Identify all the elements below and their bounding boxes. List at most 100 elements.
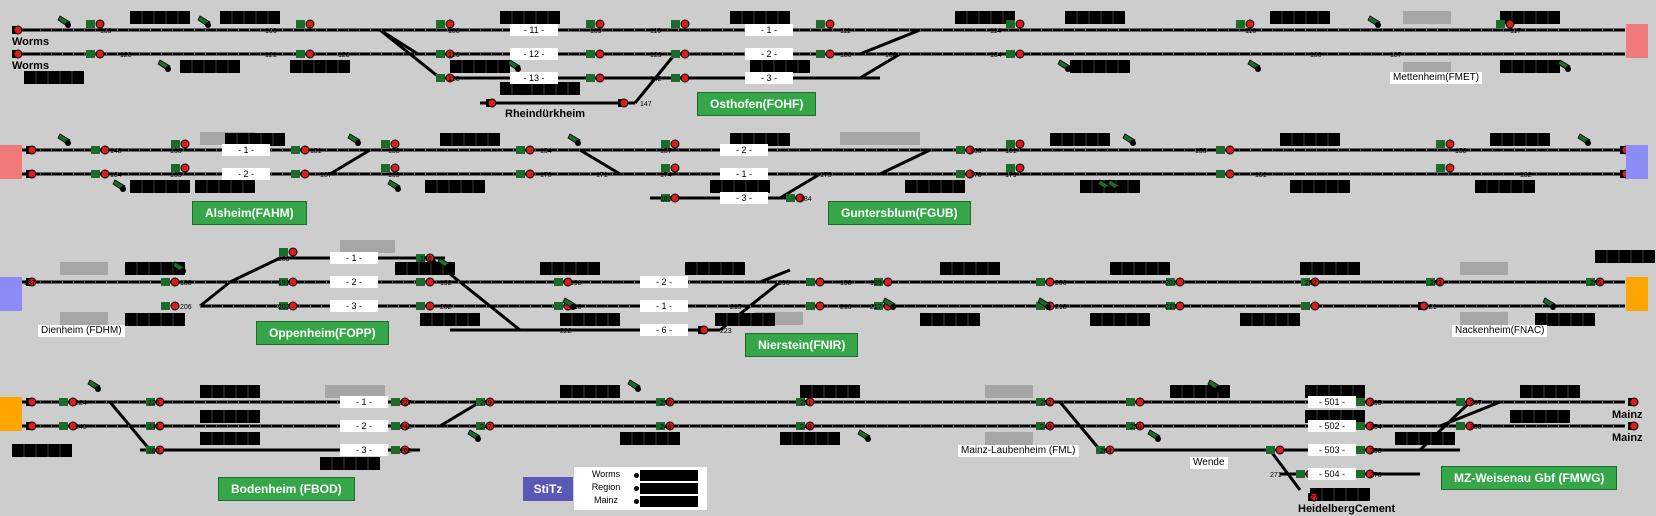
svg-text:134: 134 — [990, 52, 1002, 59]
edge-connector-left-row4[interactable] — [0, 397, 22, 431]
svg-text:203: 203 — [1430, 280, 1442, 287]
svg-text:199: 199 — [870, 280, 882, 287]
svg-text:126: 126 — [448, 52, 460, 59]
edge-connector-right-row2[interactable] — [1626, 145, 1648, 179]
track-number: - 12 - — [523, 49, 544, 59]
svg-text:232: 232 — [1040, 400, 1052, 407]
svg-text:271: 271 — [1270, 472, 1282, 479]
terminal-label-mainz-1: Mainz — [1612, 409, 1643, 421]
svg-text:175: 175 — [820, 172, 832, 179]
legend-bar-worms[interactable] — [640, 470, 698, 481]
svg-text:186: 186 — [420, 256, 432, 263]
edge-connector-left-row3[interactable] — [0, 277, 22, 311]
label-rheindurkheim: Rheindürkheim — [505, 108, 586, 120]
track-number: - 3 - — [356, 445, 372, 455]
svg-text:120: 120 — [120, 52, 132, 59]
label-dienheim: Dienheim (FDHM) — [38, 325, 125, 337]
track-number: - 11 - — [524, 25, 544, 35]
svg-text:191: 191 — [278, 280, 290, 287]
svg-text:178: 178 — [970, 172, 982, 179]
svg-text:121: 121 — [265, 52, 277, 59]
svg-text:123: 123 — [338, 52, 350, 59]
svg-text:129: 129 — [650, 52, 662, 59]
svg-text:224: 224 — [75, 400, 87, 407]
track-number: - 1 - — [736, 169, 752, 179]
svg-text:198: 198 — [570, 280, 582, 287]
svg-text:164: 164 — [110, 172, 122, 179]
svg-text:206: 206 — [180, 304, 192, 311]
svg-text:116: 116 — [1245, 28, 1256, 35]
svg-text:169: 169 — [388, 172, 400, 179]
track-number: - 1 - — [761, 25, 777, 35]
track-number: - 501 - — [1319, 397, 1345, 407]
track-number: - 1 - — [238, 145, 254, 155]
label-mettenheim: Mettenheim(FMET) — [1390, 72, 1483, 84]
label-heidelbergcement: HeidelbergCement — [1298, 503, 1396, 515]
track-number: - 3 - — [346, 301, 362, 311]
track-number: - 504 - — [1319, 469, 1345, 479]
station-label-bodenheim[interactable]: Bodenheim (FBOD) — [218, 477, 355, 501]
svg-text:106: 106 — [265, 28, 277, 35]
svg-text:165: 165 — [170, 172, 182, 179]
svg-text:114: 114 — [990, 28, 1001, 35]
svg-text:201: 201 — [1165, 280, 1177, 287]
svg-text:262: 262 — [400, 448, 412, 455]
svg-text:117: 117 — [1510, 28, 1521, 35]
track-number: - 1 - — [656, 301, 672, 311]
station-label-oppenheim[interactable]: Oppenheim(FOPP) — [256, 321, 389, 345]
station-label-weisenau[interactable]: MZ-Weisenau Gbf (FMWG) — [1441, 466, 1618, 490]
svg-text:235: 235 — [1370, 400, 1382, 407]
legend-bar-mainz[interactable] — [640, 496, 698, 507]
track-number: - 2 - — [761, 49, 777, 59]
terminal-label-worms-2: Worms — [12, 60, 50, 72]
legend-region: Region — [591, 482, 621, 492]
svg-text:184: 184 — [800, 196, 812, 203]
svg-text:205: 205 — [1590, 280, 1602, 287]
svg-text:192: 192 — [440, 280, 452, 287]
track-number: - 502 - — [1319, 421, 1345, 431]
track-number: - 2 - — [356, 421, 372, 431]
legend-dot-icon — [634, 473, 639, 478]
track-number: - 3 - — [761, 73, 777, 83]
track-number: - 2 - — [736, 145, 752, 155]
legend-bar-region[interactable] — [640, 483, 698, 494]
svg-text:158: 158 — [1455, 148, 1467, 155]
station-label-nierstein[interactable]: Nierstein(FNIR) — [745, 333, 859, 357]
edge-connector-left-row2[interactable] — [0, 145, 22, 179]
svg-text:264: 264 — [1100, 448, 1112, 455]
edge-connector-right-row1[interactable] — [1626, 24, 1648, 58]
svg-text:215: 215 — [730, 304, 742, 311]
svg-text:179: 179 — [1005, 172, 1017, 179]
label-mainz-laubenheim: Mainz-Laubenheim (FML) — [958, 445, 1079, 457]
svg-text:182: 182 — [1520, 172, 1532, 179]
svg-text:196: 196 — [778, 280, 790, 287]
station-label-alsheim[interactable]: Alsheim(FAHM) — [192, 201, 307, 225]
svg-text:219: 219 — [1165, 304, 1177, 311]
svg-text:242: 242 — [400, 424, 412, 431]
track-number-text: - 11 - - 12 - - 13 - - 1 - - 2 - - 3 - -… — [238, 25, 1345, 479]
svg-text:189: 189 — [278, 256, 290, 263]
svg-text:198: 198 — [840, 280, 852, 287]
track-number: - 2 - — [346, 277, 362, 287]
edge-connector-right-row3[interactable] — [1626, 277, 1648, 311]
stitz-button[interactable]: StiTz — [523, 477, 573, 501]
svg-text:203: 203 — [278, 304, 290, 311]
svg-text:108: 108 — [448, 28, 460, 35]
svg-text:202: 202 — [1305, 280, 1317, 287]
svg-text:221: 221 — [1425, 304, 1437, 311]
svg-text:109: 109 — [100, 28, 112, 35]
svg-text:136: 136 — [1310, 52, 1322, 59]
svg-text:109: 109 — [590, 28, 602, 35]
svg-text:167: 167 — [320, 172, 332, 179]
svg-text:183: 183 — [660, 196, 672, 203]
svg-text:254: 254 — [1370, 424, 1382, 431]
svg-text:151: 151 — [310, 148, 322, 155]
signals — [11, 19, 1639, 502]
legend-mainz: Mainz — [593, 495, 618, 505]
svg-text:157: 157 — [660, 148, 672, 155]
station-label-osthofen[interactable]: Osthofen(FOHF) — [697, 92, 817, 116]
svg-text:218: 218 — [1055, 304, 1067, 311]
station-label-guntersblum[interactable]: Guntersblum(FGUB) — [828, 201, 971, 225]
